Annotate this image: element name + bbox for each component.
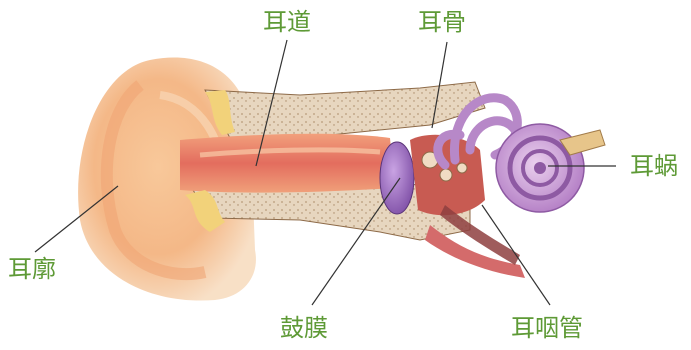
label-cochlea: 耳蜗 — [630, 152, 678, 180]
upper-bone — [205, 82, 485, 138]
ear-canal-shape — [180, 134, 395, 193]
label-eardrum: 鼓膜 — [280, 314, 328, 342]
label-ossicles: 耳骨 — [418, 8, 466, 36]
leader-eustachian-tube — [482, 205, 550, 305]
label-pinna: 耳廓 — [8, 255, 56, 283]
eardrum-shape — [380, 142, 414, 214]
label-eustachian-tube: 耳咽管 — [511, 314, 583, 342]
label-ear-canal: 耳道 — [263, 8, 311, 36]
